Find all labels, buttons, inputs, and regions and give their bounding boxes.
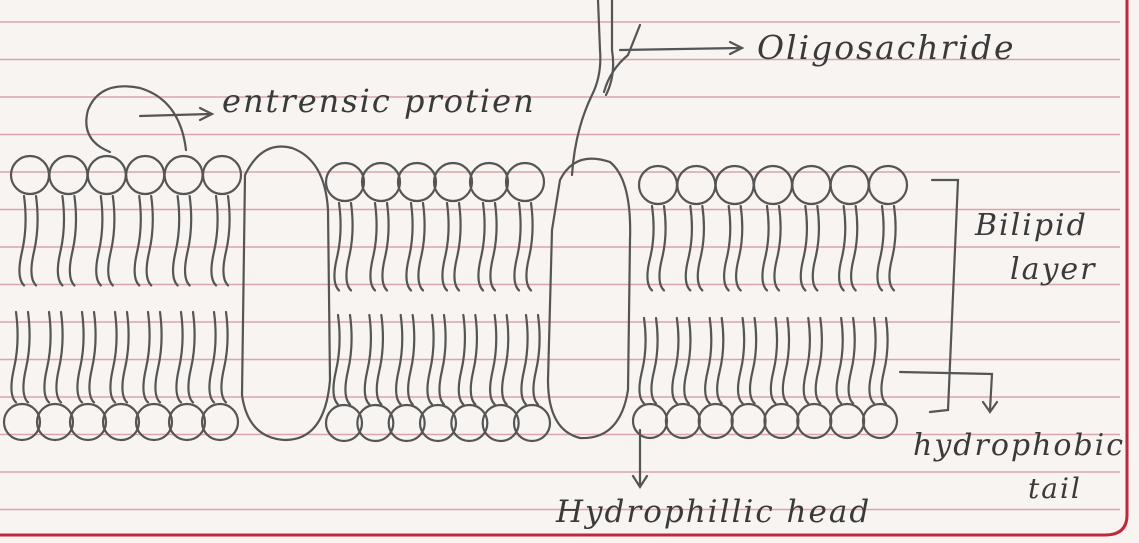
upper-fatty-acid-tail	[736, 206, 742, 290]
lower-fatty-acid-tail	[705, 318, 711, 403]
lower-lipid-head	[830, 404, 864, 438]
upper-lipid-head	[88, 156, 126, 194]
lower-fatty-acid-tail	[738, 318, 744, 403]
upper-fatty-acid-tail	[877, 206, 883, 290]
lower-fatty-acid-tail	[77, 312, 83, 402]
upper-fatty-acid-tail	[647, 206, 653, 290]
lower-fatty-acid-tail	[221, 312, 227, 402]
upper-lipid-head	[326, 163, 364, 201]
lower-fatty-acid-tail	[122, 312, 128, 402]
upper-fatty-acid-tail	[698, 206, 704, 290]
lower-fatty-acid-tail	[684, 318, 690, 403]
lower-fatty-acid-tail	[44, 312, 50, 402]
lower-fatty-acid-tail	[11, 312, 17, 402]
lower-fatty-acid-tail	[143, 312, 149, 402]
lower-fatty-acid-tail	[89, 312, 95, 402]
extrinsic-protein-label: entrensic protien	[222, 82, 536, 120]
lower-fatty-acid-tail	[110, 312, 116, 402]
lower-fatty-acid-tail	[56, 312, 62, 402]
upper-lipid-head	[506, 163, 544, 201]
upper-fatty-acid-tail	[839, 206, 845, 290]
lower-fatty-acid-tail	[783, 318, 789, 403]
lower-fatty-acid-tail	[750, 318, 756, 403]
lower-fatty-acid-tail	[672, 318, 678, 403]
lower-fatty-acid-tail	[639, 318, 645, 403]
lower-lipid-head	[764, 404, 798, 438]
oligosaccharide-pointer	[620, 42, 742, 54]
lower-fatty-acid-tail	[771, 318, 777, 403]
oligosaccharide-label: Oligosachride	[757, 28, 1015, 67]
hydrophobic-tail-label-line2: tail	[1028, 472, 1082, 505]
upper-fatty-acid-tail	[659, 206, 665, 290]
extrinsic-protein	[86, 86, 186, 152]
lower-lipid-head	[863, 404, 897, 438]
lower-fatty-acid-tail	[816, 318, 822, 403]
lower-lipid-head	[633, 404, 667, 438]
lower-lipid-head	[732, 404, 766, 438]
upper-lipid-head	[362, 163, 400, 201]
hydrophobic-tail-label-line1: hydrophobic	[913, 428, 1125, 463]
lower-fatty-acid-tail	[209, 312, 215, 402]
upper-lipid-head	[470, 163, 508, 201]
lower-fatty-acid-tail	[188, 312, 194, 402]
integral-protein	[548, 159, 630, 439]
bilipid-bracket	[930, 180, 958, 412]
lower-fatty-acid-tail	[837, 318, 843, 403]
lower-fatty-acid-tail	[717, 318, 723, 403]
upper-lipid-head	[126, 156, 164, 194]
upper-lipid-head	[434, 163, 472, 201]
lower-fatty-acid-tail	[176, 312, 182, 402]
upper-lipid-head	[49, 156, 87, 194]
upper-lipid-head	[11, 156, 49, 194]
lower-fatty-acid-tail	[869, 318, 875, 403]
upper-fatty-acid-tail	[813, 206, 819, 290]
hydrophilic-head-label: Hydrophillic head	[556, 494, 871, 530]
lower-fatty-acid-tail	[881, 318, 887, 403]
lower-fatty-acid-tail	[23, 312, 29, 402]
lower-fatty-acid-tail	[155, 312, 161, 402]
lower-lipid-head	[699, 404, 733, 438]
upper-lipid-head	[203, 156, 241, 194]
oligosaccharide-chain	[572, 0, 600, 175]
lower-lipid-head	[666, 404, 700, 438]
hydrophilic-head-pointer	[633, 430, 647, 487]
upper-fatty-acid-tail	[851, 206, 857, 290]
lower-fatty-acid-tail	[651, 318, 657, 403]
lower-lipid-head	[797, 404, 831, 438]
upper-lipid-head	[165, 156, 203, 194]
integral-protein	[242, 147, 330, 440]
upper-fatty-acid-tail	[889, 206, 895, 290]
lower-fatty-acid-tail	[804, 318, 810, 403]
upper-fatty-acid-tail	[724, 206, 730, 290]
upper-fatty-acid-tail	[686, 206, 692, 290]
upper-fatty-acid-tail	[774, 206, 780, 290]
upper-fatty-acid-tail	[801, 206, 807, 290]
bilipid-layer-label-line1: Bilipid	[975, 208, 1088, 243]
bilipid-layer-label-line2: layer	[1010, 252, 1097, 287]
upper-lipid-head	[398, 163, 436, 201]
upper-fatty-acid-tail	[762, 206, 768, 290]
oligosaccharide-chain	[604, 25, 640, 92]
lower-fatty-acid-tail	[849, 318, 855, 403]
